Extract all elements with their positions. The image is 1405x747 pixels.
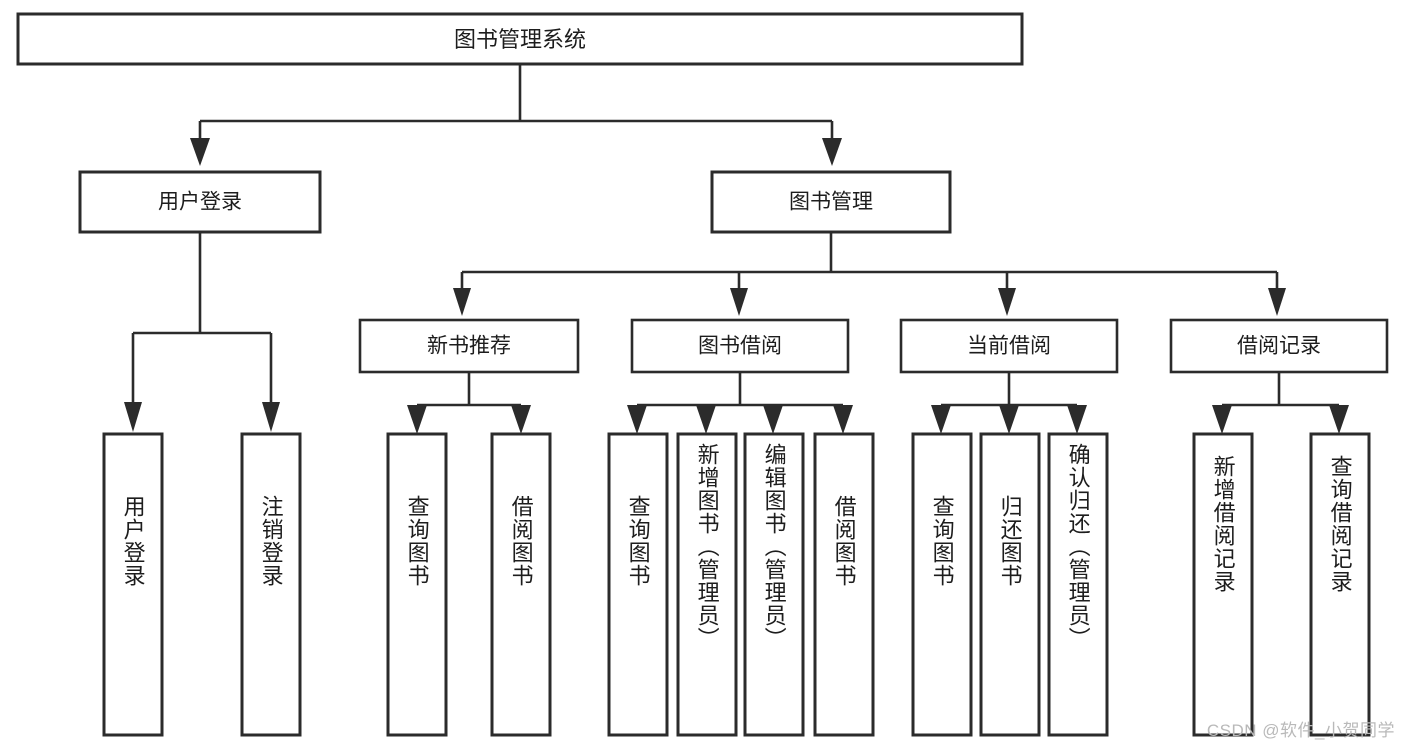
node-user-login-label: 用户登录 [158,191,242,214]
connector-new-book-recommend-bus [407,372,531,434]
arrow-head-icon [124,402,142,432]
node-current-borrow-box[interactable] [899,318,1119,374]
leaf-node[interactable] [607,432,669,737]
leaf-borrow-book-2-box[interactable] [813,432,875,737]
node-book-management[interactable]: 图书管理 [710,170,952,234]
leaf-node[interactable] [386,432,448,737]
leaf-node[interactable] [911,432,973,737]
arrow-head-icon [1212,405,1232,434]
node-current-borrow-label: 当前借阅 [967,335,1051,358]
leaf-borrow-book-1-box[interactable] [490,432,552,737]
leaf-query-book-2-box[interactable] [607,432,669,737]
arrow-head-icon [407,405,427,434]
arrow-head-icon [931,405,951,434]
node-root-box[interactable] [16,12,1024,66]
leaf-edit-book-box[interactable] [743,432,805,737]
leaf-return-book-box[interactable] [979,432,1041,737]
connector-root-bus [190,64,842,166]
leaf-query-record-box[interactable] [1309,432,1371,737]
leaf-add-record-box[interactable] [1192,432,1254,737]
arrow-head-icon [627,405,647,434]
node-new-book-recommend-label: 新书推荐 [427,335,511,358]
leaf-query-book-1-box[interactable] [386,432,448,737]
arrow-head-icon [998,288,1016,316]
node-root[interactable]: 图书管理系统 [16,12,1024,66]
leaf-node[interactable] [240,432,302,737]
connector-book-management-bus [453,232,1286,316]
connector-current-borrow-bus [931,372,1087,434]
node-root-label: 图书管理系统 [454,27,586,52]
arrow-head-icon [999,405,1019,434]
node-book-management-label: 图书管理 [789,191,873,214]
node-borrow-record-label: 借阅记录 [1237,335,1321,358]
leaf-user-login-box[interactable] [102,432,164,737]
arrow-head-icon [730,288,748,316]
arrow-head-icon [511,405,531,434]
arrow-head-icon [1329,405,1349,434]
node-book-borrow-label: 图书借阅 [698,335,782,358]
csdn-watermark: CSDN @软件_小贺同学 [1206,721,1395,740]
connector-book-borrow-bus [627,372,853,434]
leaf-node[interactable] [1047,432,1109,737]
leaf-add-book-box[interactable] [676,432,738,737]
arrow-head-icon [453,288,471,316]
node-borrow-record[interactable]: 借阅记录 [1169,318,1389,374]
leaf-node[interactable] [102,432,164,737]
connector-user-login-bus [124,232,280,432]
leaf-node[interactable] [979,432,1041,737]
leaf-node[interactable] [1309,432,1371,737]
arrow-head-icon [696,405,716,434]
node-new-book-recommend[interactable]: 新书推荐 [358,318,580,374]
node-new-book-recommend-box[interactable] [358,318,580,374]
node-current-borrow[interactable]: 当前借阅 [899,318,1119,374]
leaf-node[interactable] [743,432,805,737]
arrow-head-icon [833,405,853,434]
arrow-head-icon [1067,405,1087,434]
arrow-head-icon [190,138,210,166]
node-user-login[interactable]: 用户登录 [78,170,322,234]
arrow-head-icon [1268,288,1286,316]
leaf-node[interactable] [1192,432,1254,737]
arrow-head-icon [763,405,783,434]
leaf-logout-box[interactable] [240,432,302,737]
arrow-head-icon [822,138,842,166]
leaf-node[interactable] [676,432,738,737]
leaf-confirm-return-box[interactable] [1047,432,1109,737]
node-book-borrow[interactable]: 图书借阅 [630,318,850,374]
leaf-node[interactable] [813,432,875,737]
leaf-query-book-3-box[interactable] [911,432,973,737]
leaf-node[interactable] [490,432,552,737]
node-user-login-box[interactable] [78,170,322,234]
arrow-head-icon [262,402,280,432]
connector-borrow-record-bus [1212,372,1349,434]
